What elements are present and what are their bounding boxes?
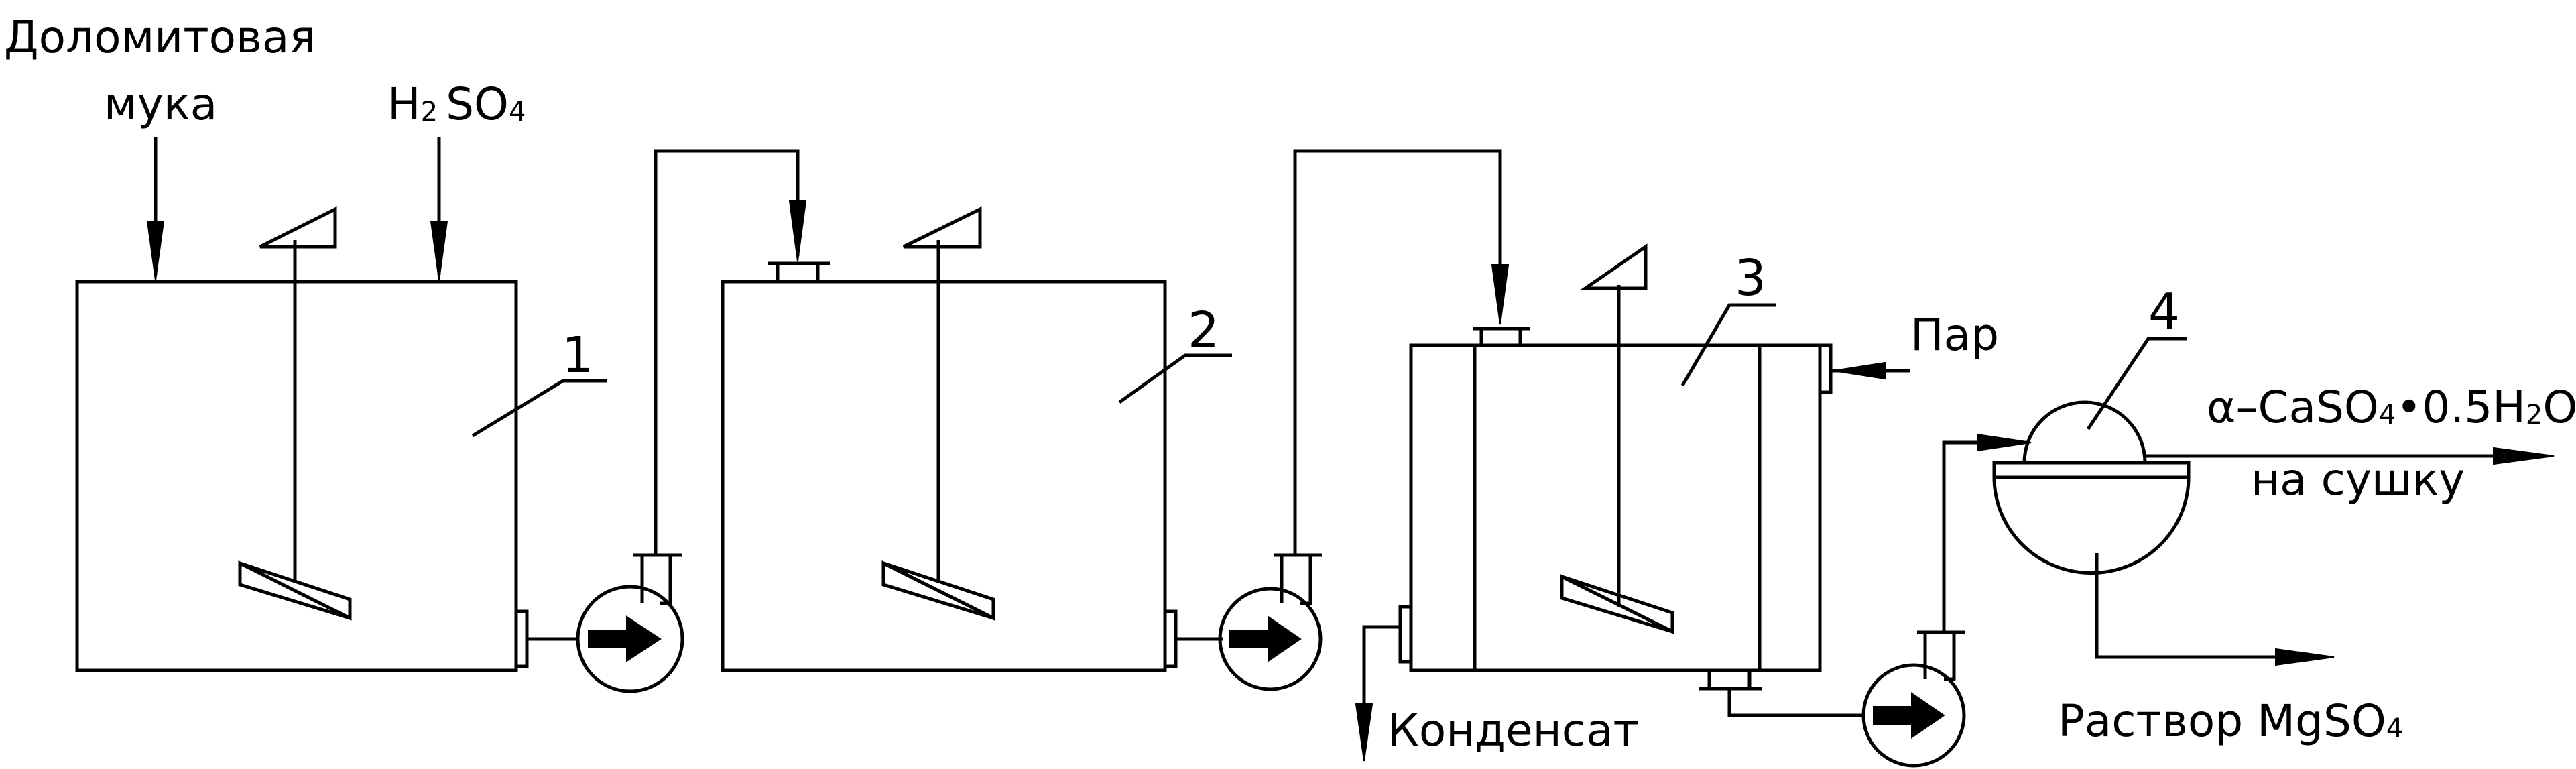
feed-acid [430,137,448,281]
solution-label-sub4: 4 [2386,713,2403,744]
tank-2-body [721,280,1167,672]
solution-label: Раствор MgSO4 [2058,695,2403,747]
tank-1-number: 1 [562,327,593,384]
tank-2-inlet-nozzle [776,261,820,284]
product-label-line2: на сушку [2251,454,2465,506]
product-label-suffix: O [2542,381,2576,433]
tank-1-motor-icon [259,206,337,249]
solution-label-prefix: Раствор MgSO [2058,695,2386,747]
acid-label-sub2: 2 [421,97,438,127]
product-label-prefix: α–CaSO [2207,381,2379,433]
acid-label-h: H [387,78,421,130]
pump-1-casing [576,585,684,693]
pump-2-arrow-icon [1229,615,1302,662]
dolomite-label-line2: мука [104,78,217,130]
pump-1 [576,149,807,693]
pump-2-transfer-pipe [1293,149,1502,555]
tank-3-leader-line [1680,303,1776,387]
tank-2-number: 2 [1188,302,1219,359]
separator-4-top-dome [2022,400,2147,465]
steam-arrow-icon [1833,361,1886,380]
separator-4-number: 4 [2148,283,2180,341]
tank-3-steam-nozzle [1818,343,1833,394]
tank-3-outlet-pipe [1727,689,1863,717]
tank-3-body [1409,343,1822,672]
reactor-tank-2: 2 [721,206,1232,672]
pump-3-casing [1861,663,1966,768]
acid-arrow-icon [430,221,448,281]
product-label-sub2: 2 [2526,400,2542,430]
tank-3-inlet-nozzle [1479,327,1522,347]
pump-1-discharge-nozzle [640,553,672,605]
condensate-label: Конденсат [1388,705,1639,756]
condensate-arrow-icon [1355,703,1373,762]
product-arrow-icon [2493,447,2555,465]
dolomite-label-line1: Доломитовая [4,11,316,63]
acid-label-sub4: 4 [509,97,526,127]
solution-arrow-icon [2275,648,2335,666]
tank-3-impeller-left [1560,573,1674,634]
dolomite-arrow-icon [146,221,165,281]
acid-label: H2 SO4 [387,78,526,130]
tank-2-outlet-nozzle [1163,609,1178,668]
pump-2 [1218,149,1510,691]
pump-1-arrow-icon [588,615,662,662]
separator-4-leader-line [2086,337,2187,430]
product-label-mid: •0.5H [2396,381,2526,433]
acid-label-so: SO [446,78,509,130]
tank-1-outlet-nozzle [514,609,529,668]
pump-3-arrow-icon [1873,692,1945,739]
solution-line [2095,553,2313,659]
product-label-sub4: 4 [2379,400,2396,430]
feed-dolomite [146,137,165,281]
tank-3-bottom-nozzle [1707,668,1752,691]
pump-3 [1861,433,2032,768]
tank-2-impeller-left [881,560,995,620]
separator-4: 4 [1992,283,2555,666]
tank-1-leader-line [471,379,607,438]
pump-1-transfer-pipe [654,149,800,555]
product-label: α–CaSO4•0.5H2O [2207,381,2576,433]
pump-2-transfer-arrow-icon [1491,264,1510,325]
tank-1-impeller-left [238,560,351,620]
steam-label: Пар [1910,309,1999,361]
tank-3-number: 3 [1735,249,1766,307]
jacketed-reactor-3: 3 [1355,243,1910,762]
tank-3-condensate-nozzle [1398,605,1413,664]
tank-3-motor-icon [1579,243,1648,290]
tank-2-motor-icon [902,206,982,249]
reactor-tank-1: 1 [75,206,607,672]
pump-1-transfer-arrow-icon [788,200,807,262]
pump-2-casing [1218,587,1323,691]
separator-4-bowl [1992,461,2191,575]
tank-2-leader-line [1118,353,1232,404]
pump-3-transfer-pipe [1942,440,2018,632]
pump-3-transfer-arrow-icon [1977,433,2032,452]
